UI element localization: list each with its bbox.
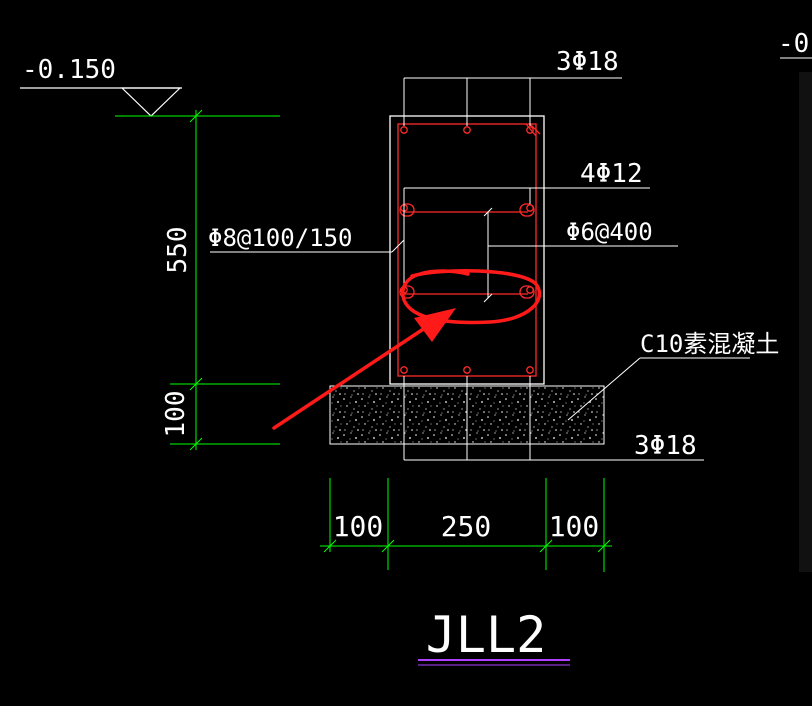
horizontal-dimensions [320,478,612,572]
right-edge-panel [799,72,812,572]
top-rebar-label: 3Φ18 [556,47,619,77]
dim-left-offset: 100 [333,510,384,543]
elevation-marker: -0.150 [20,55,182,117]
dim-beam-width: 250 [441,510,492,543]
leader-lines [210,77,750,461]
dim-right-offset: 100 [549,510,600,543]
section-title: JLL2 [426,606,546,664]
tie-bar-label: Φ6@400 [566,218,653,246]
bottom-rebar-label: 3Φ18 [634,431,697,461]
stirrup [397,123,541,377]
stirrup-label: Φ8@100/150 [208,224,353,252]
edge-elevation-label: -0 [778,29,809,59]
rebar-dots [400,126,534,374]
red-circle-arrow-icon [272,268,542,430]
beam-outline [389,115,545,385]
dim-beam-height: 550 [163,227,193,274]
triangle-elevation-icon [120,87,182,117]
side-rebar-label: 4Φ12 [580,159,643,189]
elevation-label: -0.150 [22,55,116,85]
vertical-dimensions [115,109,280,451]
dim-blinding-thickness: 100 [161,391,191,438]
blinding-label: C10素混凝土 [640,330,779,358]
